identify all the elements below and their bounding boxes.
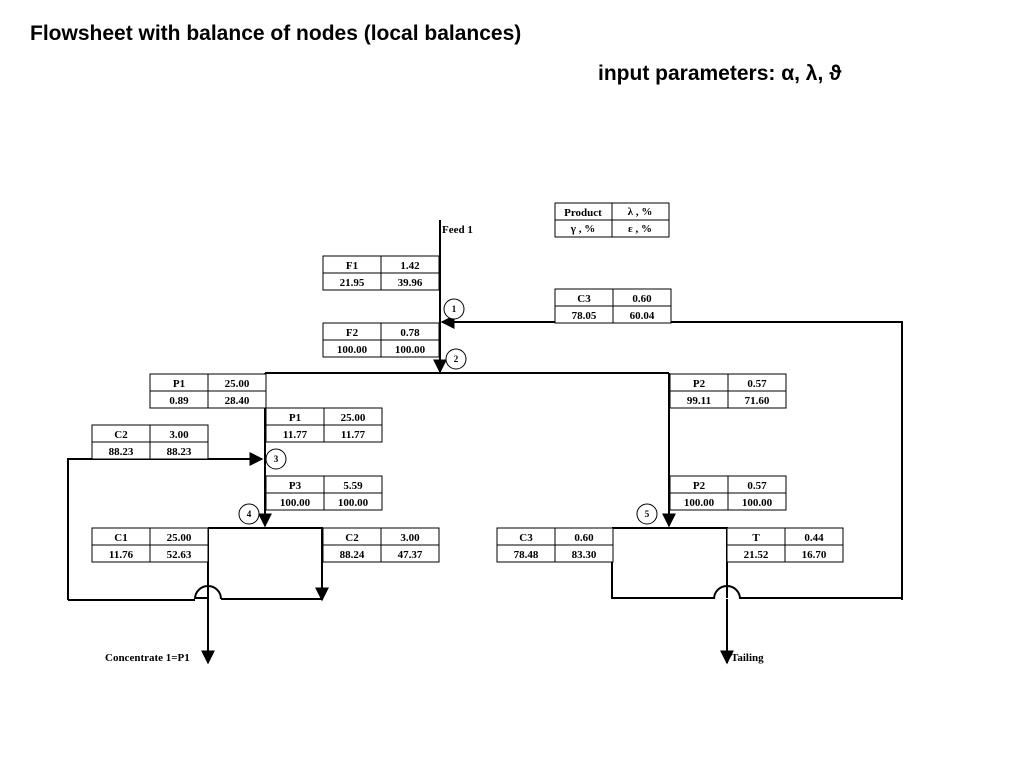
product-name: P1 [289, 412, 301, 424]
flotation-cell-2 [612, 527, 728, 598]
stream-table-t: T 0.44 21.52 16.70 [726, 527, 844, 563]
lambda-value: 0.57 [747, 480, 767, 492]
stream-table-p2-top: P2 0.57 99.11 71.60 [669, 373, 787, 409]
product-name: T [752, 532, 760, 544]
node-5: 5 [636, 503, 658, 525]
node-3: 3 [265, 448, 287, 470]
epsilon-value: 100.00 [742, 497, 773, 509]
lambda-value: 5.59 [343, 480, 363, 492]
stream-table-p3: P3 5.59 100.00 100.00 [265, 475, 383, 511]
stream-table-c2-left: C2 3.00 88.23 88.23 [91, 424, 209, 460]
product-name: F2 [346, 327, 359, 339]
stream-table-f2: F2 0.78 100.00 100.00 [322, 322, 440, 358]
cell2-outlet-hump [713, 585, 741, 600]
product-name: P1 [173, 378, 185, 390]
gamma-value: 11.76 [109, 549, 134, 561]
legend-product: Product [564, 207, 602, 219]
concentrate-label: Concentrate 1=P1 [105, 652, 190, 664]
legend-epsilon: ε , % [628, 223, 652, 235]
node-4-label: 4 [247, 509, 252, 519]
epsilon-value: 11.77 [341, 429, 366, 441]
epsilon-value: 100.00 [395, 344, 426, 356]
node-1: 1 [443, 298, 465, 320]
gamma-value: 100.00 [280, 497, 311, 509]
gamma-value: 100.00 [684, 497, 715, 509]
gamma-value: 78.05 [572, 310, 597, 322]
gamma-value: 88.24 [340, 549, 365, 561]
gamma-value: 11.77 [283, 429, 308, 441]
epsilon-value: 100.00 [338, 497, 369, 509]
epsilon-value: 16.70 [802, 549, 827, 561]
node-3-label: 3 [274, 454, 279, 464]
epsilon-value: 28.40 [225, 395, 250, 407]
legend-table: Product λ , % γ , % ε , % [554, 202, 670, 238]
input-parameters-label: input parameters: α, λ, ϑ [598, 62, 842, 85]
product-name: P2 [693, 480, 706, 492]
gamma-value: 99.11 [687, 395, 711, 407]
product-name: C2 [114, 429, 128, 441]
epsilon-value: 52.63 [167, 549, 192, 561]
epsilon-value: 60.04 [630, 310, 655, 322]
feed-label: Feed 1 [442, 224, 473, 236]
stream-table-p2-bot: P2 0.57 100.00 100.00 [669, 475, 787, 511]
lambda-value: 0.60 [632, 293, 652, 305]
lambda-value: 0.60 [574, 532, 594, 544]
stream-table-p1-left: P1 25.00 0.89 28.40 [149, 373, 267, 409]
flotation-cell-1 [208, 527, 329, 602]
lambda-value: 25.00 [167, 532, 192, 544]
stream-table-c2-bot: C2 3.00 88.24 47.37 [322, 527, 440, 563]
gamma-value: 88.23 [109, 446, 134, 458]
epsilon-value: 83.30 [572, 549, 597, 561]
product-name: P3 [289, 480, 302, 492]
legend-lambda: λ , % [628, 206, 653, 218]
epsilon-value: 88.23 [167, 446, 192, 458]
stream-table-c1: C1 25.00 11.76 52.63 [91, 527, 209, 563]
legend-gamma: γ , % [570, 223, 595, 235]
lambda-value: 25.00 [341, 412, 366, 424]
stream-table-f1: F1 1.42 21.95 39.96 [322, 255, 440, 291]
lambda-value: 3.00 [400, 532, 420, 544]
node-4: 4 [238, 503, 260, 525]
node-5-label: 5 [645, 509, 650, 519]
cell2-left-wall [611, 528, 714, 599]
lambda-value: 3.00 [169, 429, 189, 441]
node-1-label: 1 [452, 304, 457, 314]
epsilon-value: 47.37 [398, 549, 423, 561]
node-2-label: 2 [454, 354, 459, 364]
lambda-value: 1.42 [400, 260, 420, 272]
product-name: P2 [693, 378, 706, 390]
lambda-value: 25.00 [225, 378, 250, 390]
product-name: F1 [346, 260, 358, 272]
gamma-value: 21.52 [744, 549, 769, 561]
gamma-value: 100.00 [337, 344, 368, 356]
product-name: C3 [577, 293, 591, 305]
gamma-value: 0.89 [169, 395, 189, 407]
gamma-value: 21.95 [340, 277, 365, 289]
product-name: C3 [519, 532, 533, 544]
epsilon-value: 39.96 [398, 277, 423, 289]
epsilon-value: 71.60 [745, 395, 770, 407]
product-name: C1 [114, 532, 127, 544]
stream-table-p1-mid: P1 25.00 11.77 11.77 [265, 407, 383, 443]
cell1-outlet-hump [194, 585, 222, 600]
lambda-value: 0.57 [747, 378, 767, 390]
stream-table-c3-top: C3 0.60 78.05 60.04 [554, 288, 672, 324]
stream-table-c3-bot: C3 0.60 78.48 83.30 [496, 527, 614, 563]
lambda-value: 0.78 [400, 327, 420, 339]
gamma-value: 78.48 [514, 549, 539, 561]
product-name: C2 [345, 532, 359, 544]
node-2: 2 [445, 348, 467, 370]
page-title: Flowsheet with balance of nodes (local b… [30, 22, 522, 45]
tailing-label: Tailing [731, 652, 764, 664]
lambda-value: 0.44 [804, 532, 824, 544]
